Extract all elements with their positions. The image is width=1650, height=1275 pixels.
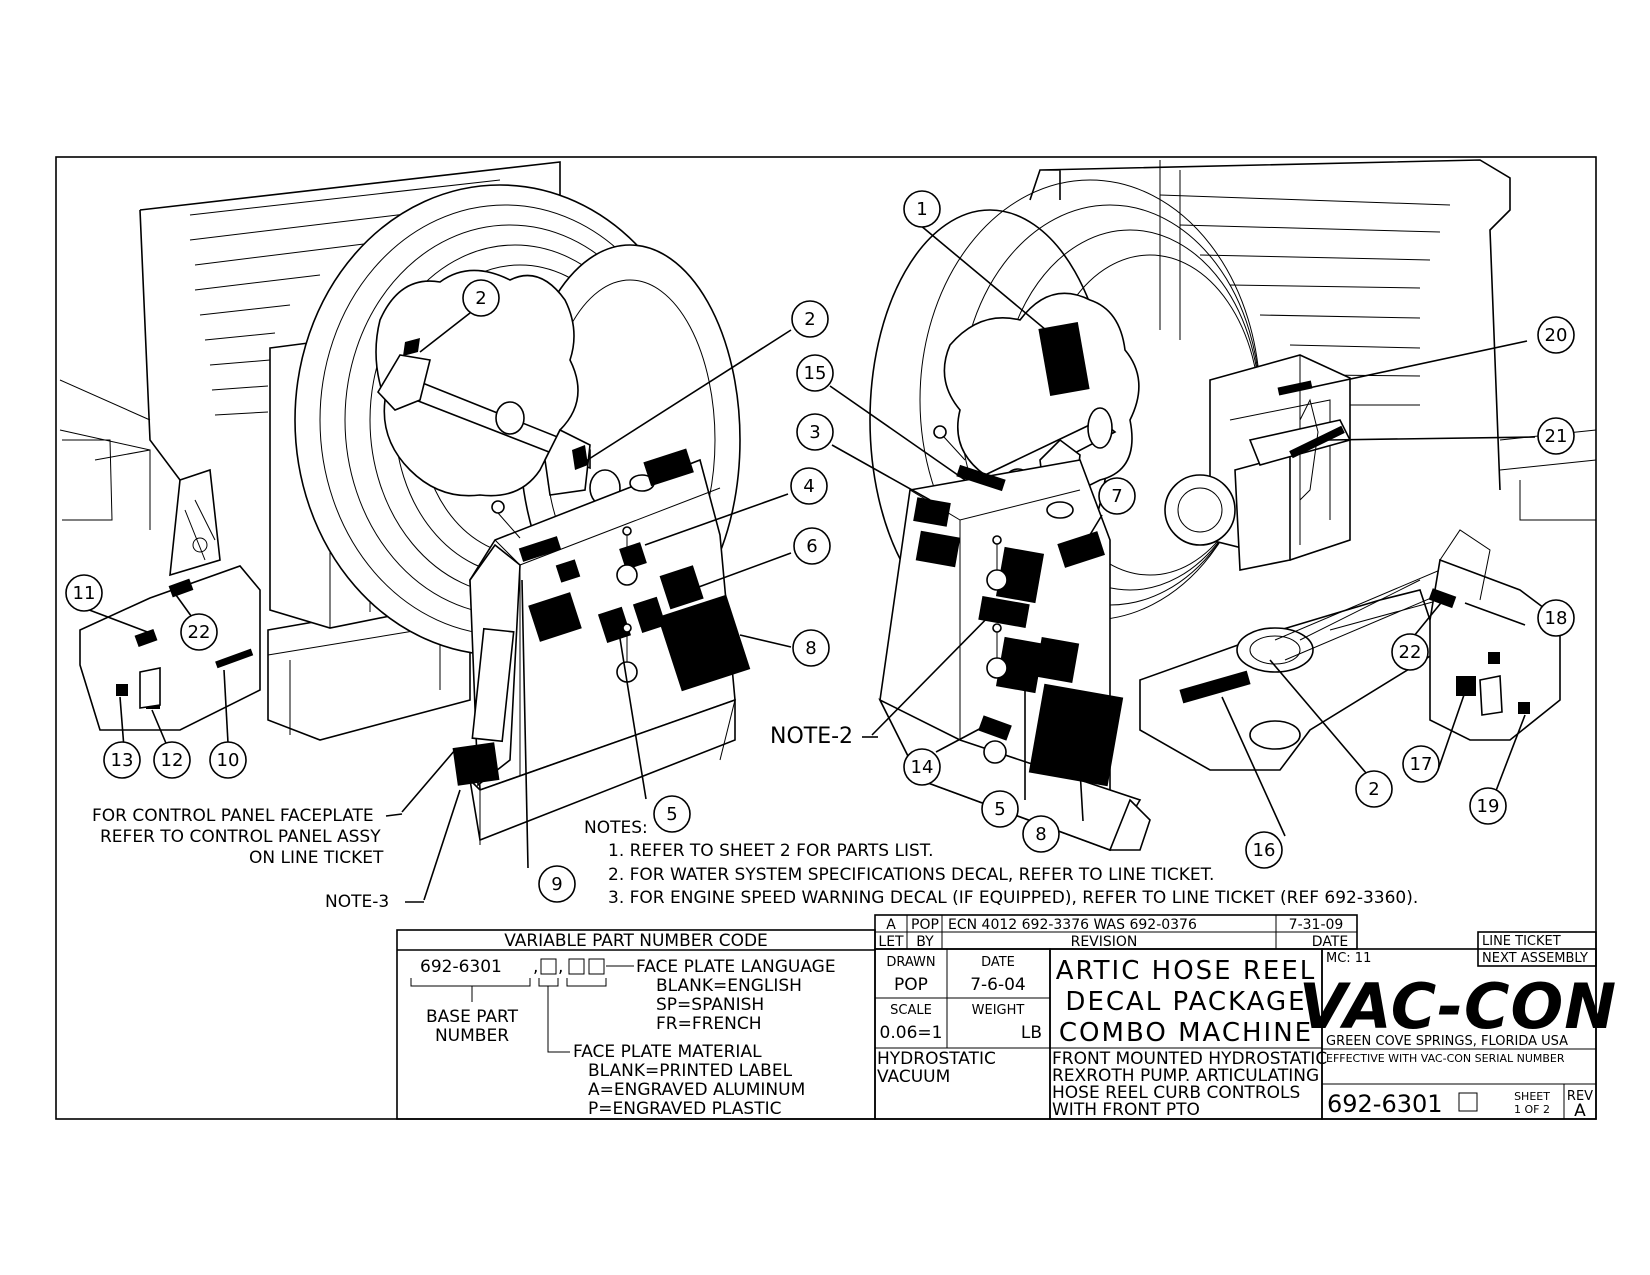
callout-3: 3 xyxy=(809,422,820,443)
callout-16: 16 xyxy=(1253,840,1276,861)
callout-5-left: 5 xyxy=(666,804,677,825)
material-code-box xyxy=(540,958,557,975)
weight-label: WEIGHT xyxy=(972,1003,1025,1018)
sheet-value: 1 OF 2 xyxy=(1514,1103,1550,1116)
part-number-suffix-box xyxy=(1458,1092,1478,1112)
category-hydrostatic: HYDROSTATIC xyxy=(877,1049,996,1069)
note-item-1: 1. REFER TO SHEET 2 FOR PARTS LIST. xyxy=(608,841,934,861)
callout-6: 6 xyxy=(806,536,817,557)
effective-serial-label: EFFECTIVE WITH VAC-CON SERIAL NUMBER xyxy=(1326,1052,1565,1065)
svg-text:,: , xyxy=(558,957,563,977)
title-block: VARIABLE PART NUMBER CODE 692-6301 , , B… xyxy=(396,914,1617,1121)
next-assembly-label: NEXT ASSEMBLY xyxy=(1482,951,1588,966)
note-item-3: 3. FOR ENGINE SPEED WARNING DECAL (IF EQ… xyxy=(608,888,1418,908)
title-line-3: COMBO MACHINE xyxy=(1059,1018,1313,1048)
svg-text:,: , xyxy=(533,957,538,977)
base-part-number: 692-6301 xyxy=(420,957,502,977)
let-header: LET xyxy=(878,934,904,950)
callout-7: 7 xyxy=(1111,486,1122,507)
callout-1: 1 xyxy=(916,199,927,220)
description-line-2: REXROTH PUMP. ARTICULATING xyxy=(1052,1066,1319,1086)
variable-code-header: VARIABLE PART NUMBER CODE xyxy=(504,931,768,951)
language-code-box-1 xyxy=(568,958,585,975)
company-location: GREEN COVE SPRINGS, FLORIDA USA xyxy=(1326,1034,1568,1049)
callout-22-right: 22 xyxy=(1399,642,1422,663)
notes-section: NOTES: 1. REFER TO SHEET 2 FOR PARTS LIS… xyxy=(584,818,1418,908)
revision-date: 7-31-09 xyxy=(1289,917,1344,933)
faceplate-note-line3: ON LINE TICKET xyxy=(249,848,384,868)
leader-lines xyxy=(83,224,1536,901)
callout-4: 4 xyxy=(803,476,814,497)
callout-15: 15 xyxy=(804,363,827,384)
face-plate-material-label: FACE PLATE MATERIAL xyxy=(573,1042,762,1062)
title-line-2: DECAL PACKAGE xyxy=(1065,987,1306,1017)
description-line-4: WITH FRONT PTO xyxy=(1052,1100,1200,1120)
material-option-aluminum: A=ENGRAVED ALUMINUM xyxy=(588,1080,805,1100)
weight-unit: LB xyxy=(1021,1023,1042,1043)
callout-12: 12 xyxy=(161,750,184,771)
date-header: DATE xyxy=(1312,934,1348,950)
callout-9: 9 xyxy=(551,874,562,895)
callout-bubbles: 2 2 4 6 8 5 9 11 22 13 12 10 3 15 1 20 2… xyxy=(65,190,1575,903)
callout-13: 13 xyxy=(111,750,134,771)
material-option-printed: BLANK=PRINTED LABEL xyxy=(588,1061,793,1081)
date-label: DATE xyxy=(981,955,1015,970)
description-line-1: FRONT MOUNTED HYDROSTATIC xyxy=(1052,1049,1327,1069)
callout-2-left-a: 2 xyxy=(475,288,486,309)
callout-19: 19 xyxy=(1477,796,1500,817)
drawing-part-number: 692-6301 xyxy=(1327,1090,1443,1118)
callout-10: 10 xyxy=(217,750,240,771)
callout-22-left: 22 xyxy=(188,622,211,643)
notes-heading: NOTES: xyxy=(584,818,648,838)
callout-8-right: 8 xyxy=(1035,824,1046,845)
callout-17: 17 xyxy=(1410,754,1433,775)
category-vacuum: VACUUM xyxy=(877,1067,950,1087)
material-option-plastic: P=ENGRAVED PLASTIC xyxy=(588,1099,781,1119)
by-header: BY xyxy=(916,934,934,950)
drawn-by: POP xyxy=(894,975,928,995)
language-option-spanish: SP=SPANISH xyxy=(656,995,764,1015)
line-ticket-label: LINE TICKET xyxy=(1482,934,1561,949)
callout-14: 14 xyxy=(911,757,934,778)
base-part-label-2: NUMBER xyxy=(435,1026,509,1046)
language-option-french: FR=FRENCH xyxy=(656,1014,762,1034)
note-labels: NOTE-2 NOTE-3 FOR CONTROL PANEL FACEPLAT… xyxy=(92,724,878,912)
left-view-illustration xyxy=(59,161,751,845)
revision-description: ECN 4012 692-3376 WAS 692-0376 xyxy=(948,917,1197,933)
mc-label: MC: 11 xyxy=(1326,951,1371,966)
sheet-label: SHEET xyxy=(1514,1090,1550,1103)
right-view-illustration xyxy=(869,159,1597,852)
faceplate-note-line1: FOR CONTROL PANEL FACEPLATE xyxy=(92,806,374,826)
drawn-label: DRAWN xyxy=(886,955,935,970)
title-line-1: ARTIC HOSE REEL xyxy=(1056,956,1317,986)
revision-letter: A xyxy=(886,917,896,933)
rev-label: REV xyxy=(1567,1089,1593,1104)
scale-label: SCALE xyxy=(890,1003,932,1018)
faceplate-note-line2: REFER TO CONTROL PANEL ASSY xyxy=(100,827,381,847)
callout-8-left: 8 xyxy=(805,638,816,659)
scale-value: 0.06=1 xyxy=(880,1023,943,1043)
callout-20: 20 xyxy=(1545,325,1568,346)
callout-2-left-b: 2 xyxy=(804,309,815,330)
language-option-english: BLANK=ENGLISH xyxy=(656,976,802,996)
callout-11: 11 xyxy=(73,583,96,604)
note-2-label: NOTE-2 xyxy=(770,724,853,749)
callout-21: 21 xyxy=(1545,426,1568,447)
language-code-box-2 xyxy=(588,958,605,975)
note-3-label: NOTE-3 xyxy=(325,892,389,912)
drawn-date: 7-6-04 xyxy=(970,975,1026,995)
callout-18: 18 xyxy=(1545,608,1568,629)
note-item-2: 2. FOR WATER SYSTEM SPECIFICATIONS DECAL… xyxy=(608,865,1214,885)
company-logo: VAC-CON xyxy=(1299,970,1617,1043)
revision-header: REVISION xyxy=(1071,934,1138,950)
base-part-label-1: BASE PART xyxy=(426,1007,519,1027)
callout-5-right: 5 xyxy=(994,799,1005,820)
face-plate-language-label: FACE PLATE LANGUAGE xyxy=(636,957,836,977)
revision-by: POP xyxy=(911,917,939,933)
description-line-3: HOSE REEL CURB CONTROLS xyxy=(1052,1083,1300,1103)
rev-value: A xyxy=(1574,1101,1586,1121)
callout-2-right: 2 xyxy=(1368,779,1379,800)
